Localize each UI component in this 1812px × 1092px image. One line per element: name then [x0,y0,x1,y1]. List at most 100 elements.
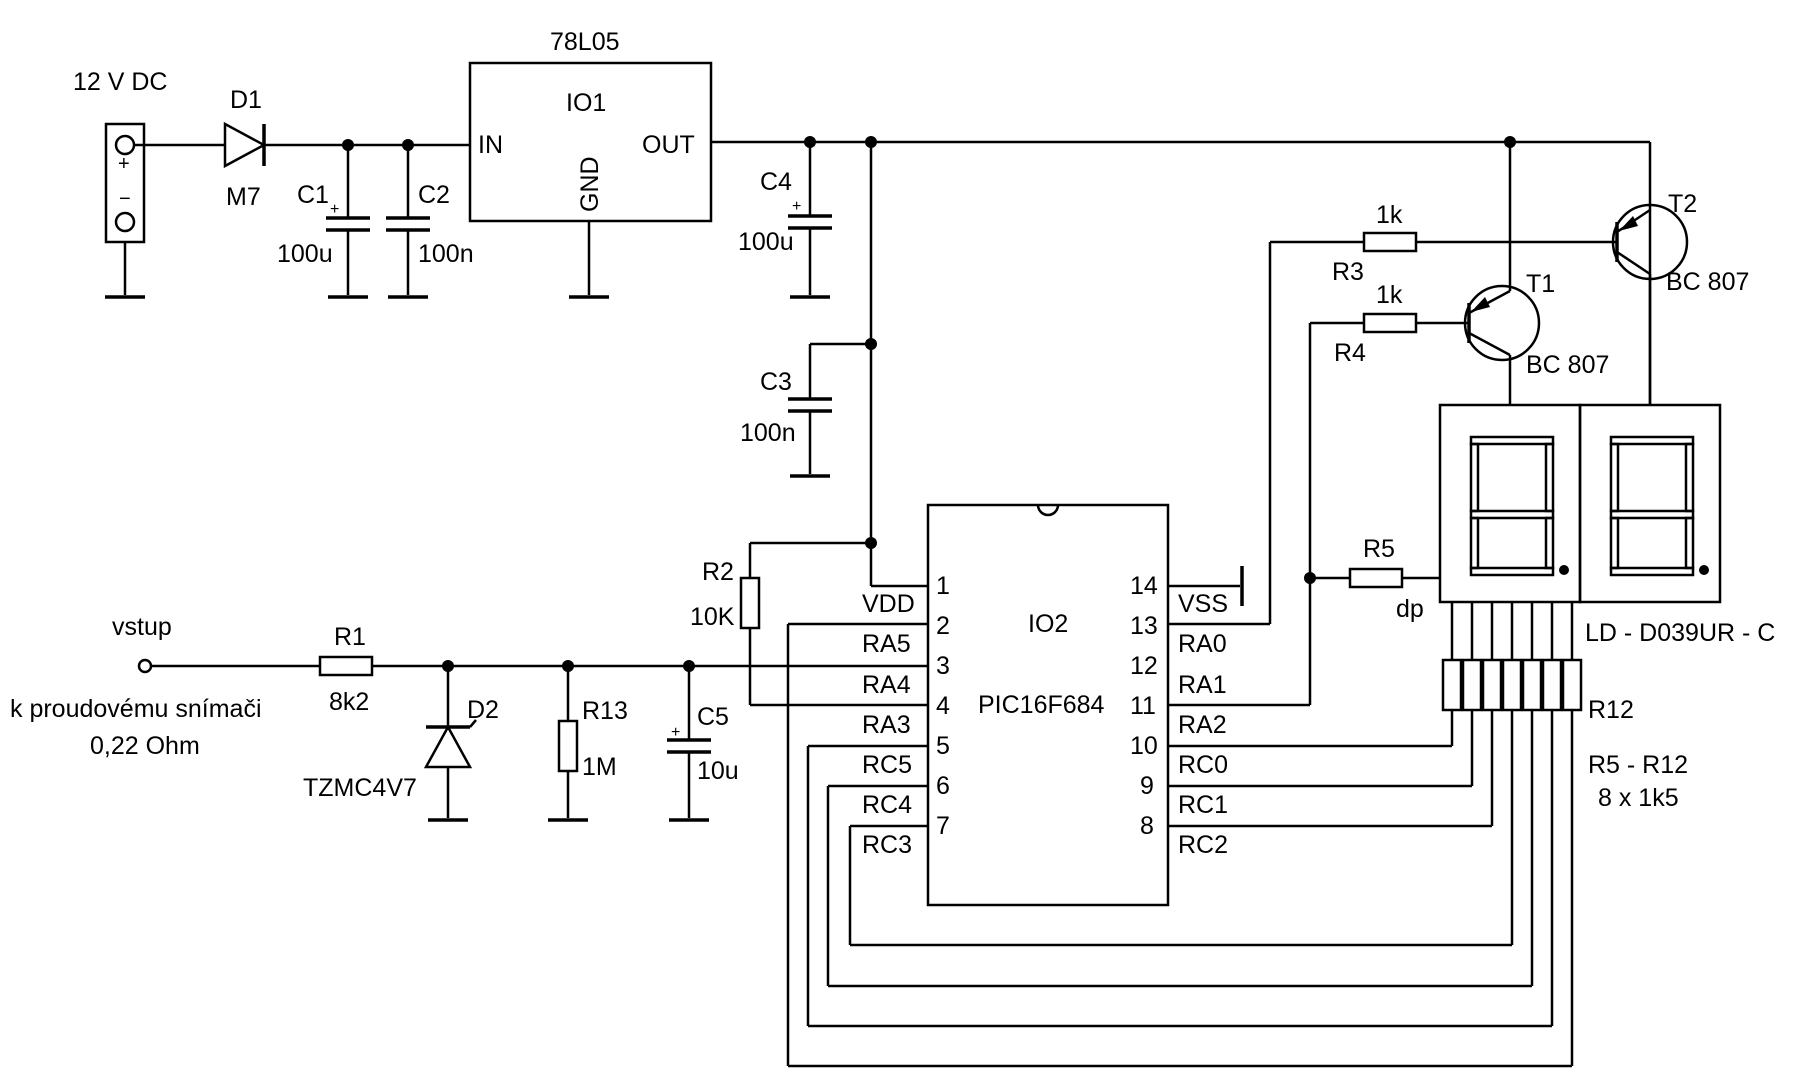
d1-ref: D1 [230,86,262,114]
regulator-pin-gnd: GND [576,156,604,212]
connector-plus-sign: + [118,153,130,175]
input-note-line2: 0,22 Ohm [90,732,200,760]
r4-ref: R4 [1334,339,1366,367]
resistor-r1 [318,655,374,677]
r13-value: 1M [582,753,617,781]
regulator-ref: IO1 [566,89,606,117]
mcu-right-pin-13: 13 VSS [1130,590,1228,640]
display-part: LD - D039UR - C [1585,619,1775,647]
c4-plus-sign: + [792,198,801,215]
r1-ref: R1 [334,623,366,651]
pin-name: RC1 [1178,791,1228,819]
pin-name: RC5 [862,751,912,779]
resistor-r13 [548,666,588,822]
c3-value: 100n [740,419,796,447]
input-terminal [137,658,153,674]
regulator-part: 78L05 [550,28,620,56]
pin-name: RC2 [1178,831,1228,859]
pin-name: VDD [862,590,915,618]
pin-number: 1 [936,572,950,600]
capacitor-c3 [788,342,871,478]
r5-ref: R5 [1363,535,1395,563]
pin-number: 11 [1130,692,1156,720]
digit-1 [1469,435,1569,577]
pin-name: RA4 [862,671,911,699]
r1-value: 8k2 [329,688,369,716]
c5-ref: C5 [697,703,729,731]
pin-number: 8 [1140,812,1154,840]
c3-ref: C3 [760,368,792,396]
resistor-r2 [739,541,928,707]
transistor-t1 [1463,142,1541,405]
resistor-r5 [1348,567,1404,589]
segment-wires-right [1168,710,1494,828]
r2-ref: R2 [702,558,734,586]
pin-number: 14 [1130,572,1158,600]
mcu-right-pin-12: 12 RA0 [1130,630,1227,680]
mcu-left-pin-4: 4 RA4 [862,671,950,720]
pin-number: 2 [936,612,950,640]
mcu-right-pin-rc2: RC2 [1178,831,1228,859]
segment-wires-left [786,622,1574,1068]
c4-value: 100u [738,228,794,256]
zener-d2 [423,666,477,822]
pin-number: 6 [936,772,950,800]
pin-number: 10 [1130,732,1158,760]
pin-number: 5 [936,732,950,760]
r12-ref: R12 [1588,696,1634,724]
r4-value: 1k [1376,281,1403,309]
pin-name: RA5 [862,630,911,658]
t2-value: BC 807 [1666,268,1749,296]
pin-name: RA3 [862,711,911,739]
r3-ref: R3 [1332,258,1364,286]
mcu-right-pin-9: 9 RC0 [1140,751,1228,800]
connector-minus-sign: − [119,188,131,210]
c1-ref: C1 [297,181,329,209]
resistor-r4 [1362,312,1418,334]
pin-name: RA0 [1178,630,1227,658]
mcu-right-pin-14: 14 [1130,572,1158,600]
pin-name: RC0 [1178,751,1228,779]
pin-number: 12 [1130,652,1158,680]
t1-ref: T1 [1526,270,1555,298]
c4-ref: C4 [760,168,792,196]
pin-name: RA1 [1178,671,1227,699]
seven-segment-display [1438,403,1722,604]
t2-ref: T2 [1668,190,1697,218]
pin-number: 9 [1140,772,1154,800]
mcu-part: PIC16F684 [978,691,1105,719]
resistor-r3 [1362,231,1418,253]
regulator-pin-out: OUT [642,131,695,159]
rnet-value: 8 x 1k5 [1598,784,1679,812]
regulator-pin-in: IN [478,131,503,159]
d2-value: TZMC4V7 [303,774,417,802]
capacitor-c4 [788,142,832,299]
mcu-left-pin-5: 5 RA3 [862,711,950,760]
c2-value: 100n [418,240,474,268]
mcu-left-pin-6: 6 RC5 [862,751,950,800]
r13-ref: R13 [582,697,628,725]
resistor-network [1441,602,1583,712]
mcu-right-pin-8: 8 RC1 [1140,791,1228,840]
pin-number: 13 [1130,612,1158,640]
input-note-line1: k proudovému snímači [10,695,262,723]
capacitor-c5 [667,666,711,822]
r2-value: 10K [690,603,735,631]
r3-value: 1k [1376,201,1403,229]
t1-value: BC 807 [1526,351,1609,379]
c1-plus-sign: + [330,201,339,218]
input-label: vstup [112,613,172,641]
mcu-right-pin-11: 11 RA1 [1130,671,1227,720]
c5-plus-sign: + [671,724,680,741]
mcu-left-pin-rc3: RC3 [862,831,912,859]
digit-2 [1609,435,1709,577]
diode-d1 [223,121,267,169]
power-input-label: 12 V DC [73,68,167,96]
d1-value: M7 [226,183,261,211]
mcu-left-pin-1: 1 [936,572,950,600]
c2-ref: C2 [418,181,450,209]
pin-name: VSS [1178,590,1228,618]
pin-name: RC4 [862,791,912,819]
rnet-ref: R5 - R12 [1588,751,1688,779]
